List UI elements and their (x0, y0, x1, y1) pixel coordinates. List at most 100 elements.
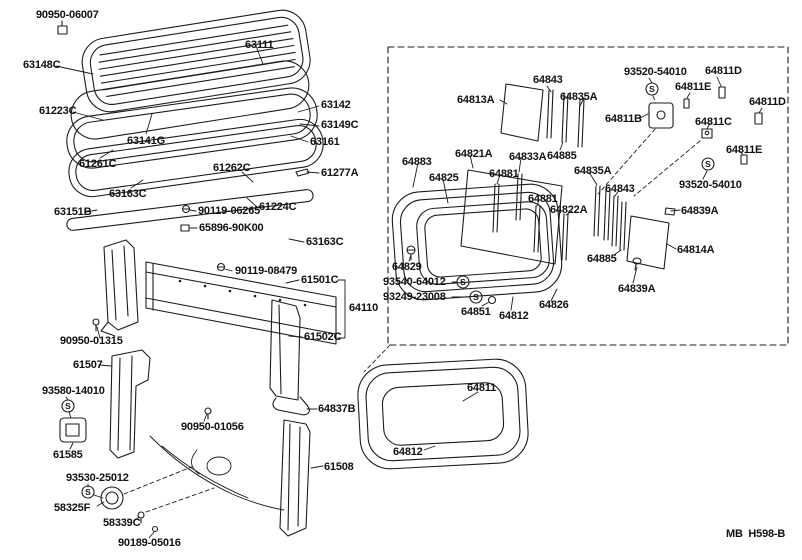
glass-strips-mid-art (492, 173, 627, 261)
part-label-90950-01056: 90950-01056 (181, 421, 244, 433)
part-label-64839A-2: 64839A (618, 283, 656, 295)
screw-art-90950-01315 (92, 318, 100, 332)
part-label-64881-2: 64881 (528, 193, 558, 205)
part-label-63111: 63111 (245, 39, 274, 51)
part-label-90950-06007: 90950-06007 (36, 9, 99, 21)
roof-weatherstrip-art-1 (70, 60, 310, 140)
part-label-64883: 64883 (402, 156, 432, 168)
part-label-90119-06265: 90119-06265 (198, 205, 261, 217)
corner-pillar-right-art (269, 299, 301, 401)
pillar-art-61508 (279, 419, 311, 537)
quarter-panel-ghost-art (149, 435, 285, 511)
part-label-63151B: 63151B (54, 206, 92, 218)
part-label-64843-2: 64843 (605, 183, 635, 195)
clip-art-61277A (295, 168, 310, 177)
part-label-64811: 64811 (467, 382, 496, 394)
screw-symbol-circles (61, 82, 715, 499)
screw-art-90950-01056 (204, 407, 212, 420)
screw-art-90119-08479 (216, 262, 226, 272)
grommet-art-64851 (487, 295, 497, 305)
part-label-64811C: 64811C (695, 116, 732, 128)
part-label-64835A: 64835A (560, 91, 598, 103)
part-label-93530-25012: 93530-25012 (66, 472, 129, 484)
part-label-64812: 64812 (499, 310, 529, 322)
part-label-61223C: 61223C (39, 105, 77, 117)
screw-symbol-icon: S (460, 277, 466, 287)
part-label-90950-01315: 90950-01315 (60, 335, 123, 347)
part-label-64811D: 64811D (705, 65, 742, 77)
clip-art-64839A-a (664, 207, 676, 216)
glass-strips-top-art (546, 89, 585, 148)
part-label-64812-2: 64812 (393, 446, 423, 458)
screw-symbol-icon: S (473, 292, 479, 302)
clip-art-64839A-b (632, 257, 642, 271)
part-label-61262C: 61262C (213, 162, 251, 174)
screw-symbol-icon: S (649, 84, 655, 94)
screw-symbol-icon: S (65, 401, 71, 411)
part-label-63163C: 63163C (109, 188, 147, 200)
part-label-90119-08479: 90119-08479 (235, 265, 298, 277)
part-label-64811E-2: 64811E (726, 144, 763, 156)
part-label-63148C: 63148C (23, 59, 61, 71)
part-label-65896-90K00: 65896-90K00 (199, 222, 264, 234)
roof-weatherstrip-art-3 (68, 118, 324, 198)
screw-symbol-icon: S (705, 159, 711, 169)
part-label-64813A: 64813A (457, 94, 495, 106)
part-label-64811D-2: 64811D (749, 96, 786, 108)
clip-art-65896 (180, 224, 190, 232)
bracket-art-64837B (272, 396, 310, 416)
part-label-64811E: 64811E (675, 81, 712, 93)
cap-art-58325F (100, 486, 124, 510)
part-label-61508: 61508 (324, 461, 354, 473)
screw-symbol-icon: S (85, 487, 91, 497)
glass-art-64813A (500, 83, 544, 142)
part-label-64811B: 64811B (605, 113, 642, 125)
back-panel-art (145, 261, 337, 345)
spacer-clips-art (683, 86, 763, 165)
part-label-61277A: 61277A (321, 167, 359, 179)
part-label-93520-54010: 93520-54010 (624, 66, 687, 78)
part-label-64851: 64851 (461, 306, 491, 318)
back-window-frame-art (357, 358, 529, 470)
part-label-64829: 64829 (392, 261, 422, 273)
part-label-64833A: 64833A (509, 151, 547, 163)
part-label-93249-23008: 93249-23008 (383, 291, 446, 303)
window-frame-art (416, 201, 550, 285)
part-label-61507: 61507 (73, 359, 103, 371)
part-label-64110: 64110 (349, 302, 378, 314)
part-label-64885: 64885 (547, 150, 577, 162)
part-label-61585: 61585 (53, 449, 83, 461)
part-label-93540-64012: 93540-64012 (383, 276, 446, 288)
part-label-64881: 64881 (489, 168, 519, 180)
part-label-64843: 64843 (533, 74, 563, 86)
pillar-art-61507 (109, 349, 151, 459)
part-label-64821A: 64821A (455, 148, 493, 160)
part-label-61261C: 61261C (79, 158, 117, 170)
part-label-63141G: 63141G (127, 135, 165, 147)
drip-molding-art (66, 189, 314, 231)
retainer-art-64811B (648, 102, 674, 129)
screw-art-90119-06265 (181, 204, 191, 214)
part-label-63142: 63142 (321, 99, 351, 111)
part-label-64885-2: 64885 (587, 253, 617, 265)
part-label-58339C: 58339C (103, 517, 141, 529)
part-label-64822A: 64822A (550, 204, 588, 216)
screw-art-58339C (137, 511, 145, 524)
part-label-63149C: 63149C (321, 119, 359, 131)
roof-panel-art (81, 9, 311, 113)
inset-box (387, 46, 789, 346)
part-label-64839A: 64839A (681, 205, 719, 217)
part-label-61501C: 61501C (301, 274, 339, 286)
glass-art-64821A (460, 169, 563, 265)
footer-code: MB H598-B (726, 528, 786, 540)
part-label-90189-05016: 90189-05016 (118, 537, 181, 549)
dashed-leaders (123, 95, 701, 513)
window-seal-art (391, 183, 563, 301)
part-label-93580-14010: 93580-14010 (42, 385, 105, 397)
panel-rivets-art (178, 279, 307, 307)
part-label-61502C: 61502C (304, 331, 342, 343)
part-label-64825: 64825 (429, 172, 459, 184)
part-label-64835A-2: 64835A (574, 165, 612, 177)
